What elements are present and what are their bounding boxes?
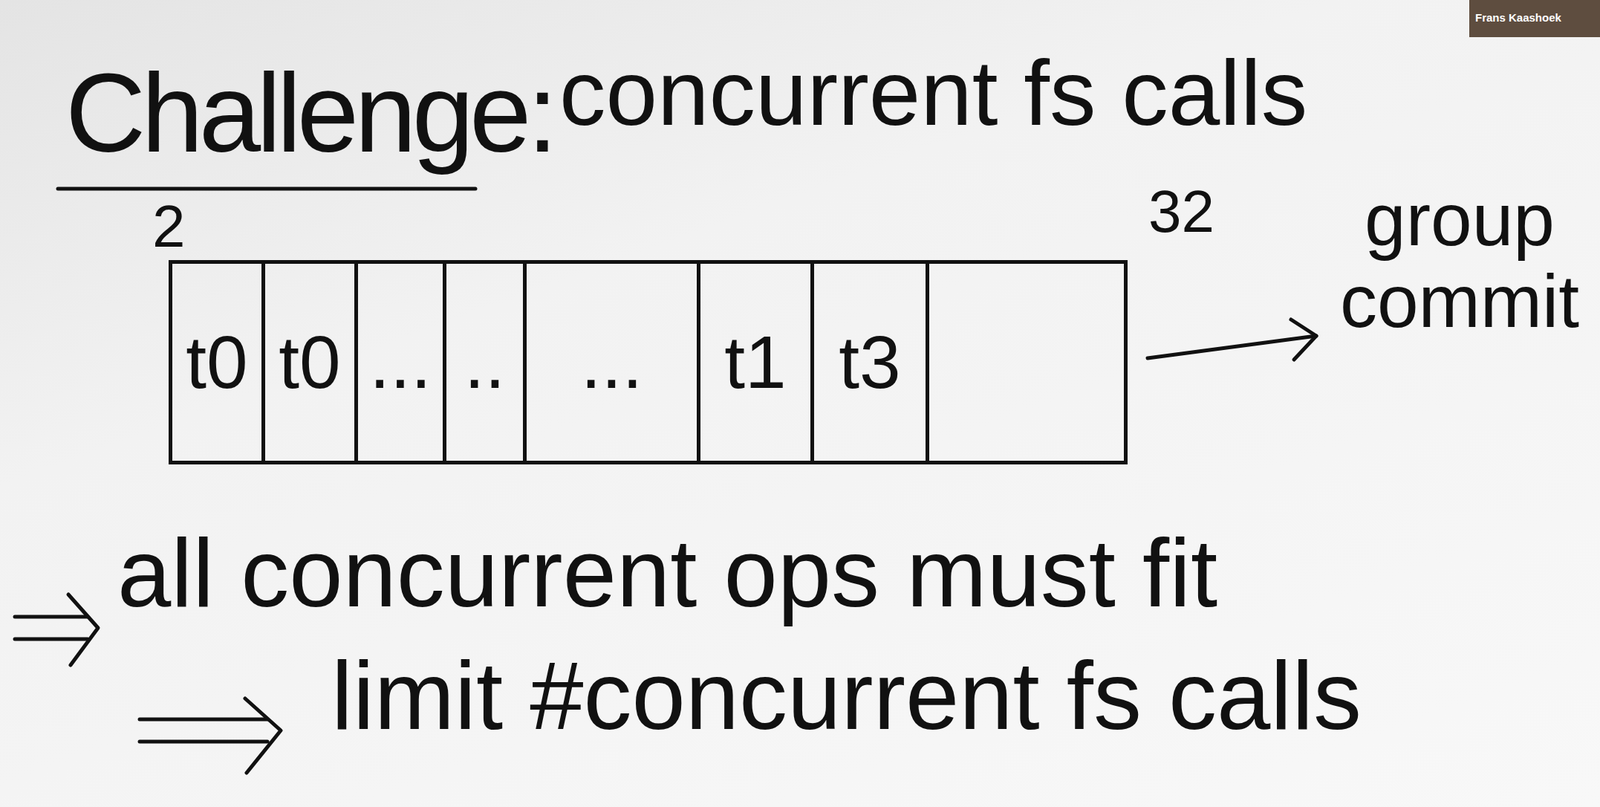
log-slot: ...: [354, 259, 447, 465]
slot-text: t0: [278, 319, 341, 405]
slot-text: t0: [185, 319, 248, 405]
slot-text: ...: [369, 319, 431, 405]
implies-arrow: [14, 594, 99, 665]
log-slot: t0: [261, 259, 359, 465]
commit-arrow: [1147, 319, 1317, 360]
slot-text: ..: [464, 319, 506, 405]
log-slot: t1: [696, 259, 815, 465]
index-number: 32: [1148, 181, 1215, 242]
index-number: 2: [152, 196, 186, 257]
annotation: group commit: [1329, 178, 1590, 342]
video-tile: [1469, 0, 1600, 38]
empty-slot: [925, 259, 1128, 465]
slide-title: Challenge:: [65, 46, 554, 180]
conclusion-text: all concurrent ops must fit: [117, 514, 1218, 631]
heading-text: concurrent fs calls: [559, 37, 1308, 149]
conclusion-text: limit #concurrent fs calls: [331, 637, 1362, 754]
slot-text: ...: [580, 319, 643, 405]
title-underline: [57, 187, 476, 191]
log-slot: t3: [810, 259, 930, 465]
log-slot: ..: [442, 259, 527, 465]
log-slot: t0: [168, 259, 266, 465]
log-slot: ...: [522, 259, 701, 465]
implies-arrow: [139, 698, 281, 773]
slot-text: t3: [838, 319, 901, 405]
slot-text: t1: [724, 319, 786, 405]
presenter-name: Frans Kaashoek: [1475, 11, 1562, 25]
